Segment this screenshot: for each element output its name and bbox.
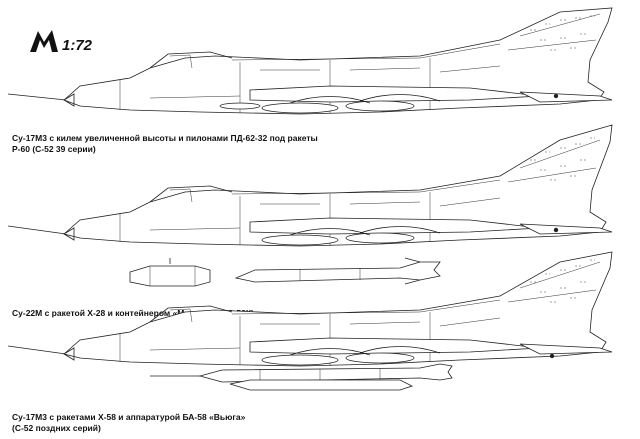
caption-view-3-line-2: (С-52 поздних серий) [12,423,101,433]
caption-view-1-line-1: Су-17М3 с килем увеличенной высоты и пил… [12,133,318,143]
caption-view-3-line-1: Су-17М3 с ракетами Х-58 и аппаратурой БА… [12,412,246,422]
publisher-logo-icon [30,30,58,52]
caption-view-1-line-2: Р-60 (С-52 39 серии) [12,144,96,154]
caption-view-2-line-1: Су-22М с ракетой Х-28 и контейнером «Мет… [12,308,254,318]
scale-label: 1:72 [62,37,93,54]
